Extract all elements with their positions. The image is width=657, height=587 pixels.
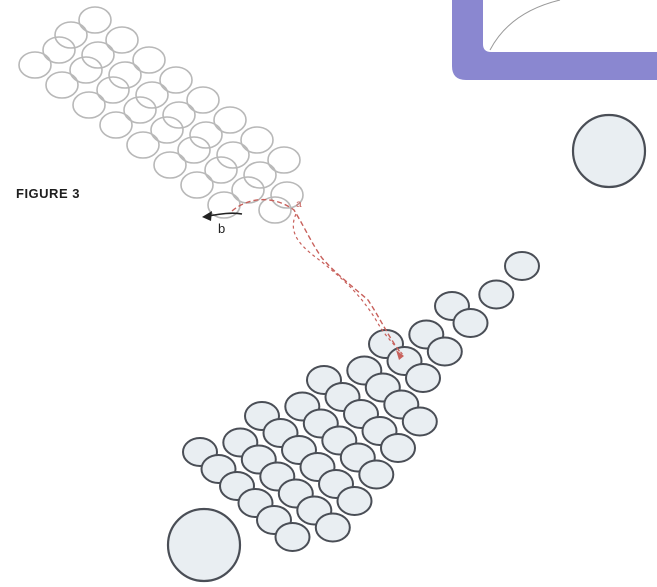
small-bead — [274, 522, 311, 552]
corner-panel — [452, 0, 657, 80]
faint-bead — [189, 121, 223, 149]
faint-bead — [69, 56, 103, 84]
faint-bead — [270, 181, 304, 209]
faint-bead — [243, 161, 277, 189]
small-bead — [478, 279, 515, 310]
faint-bead — [42, 36, 76, 64]
faint-bead — [78, 6, 112, 34]
faint-bead — [45, 71, 79, 99]
faint-bead — [153, 151, 187, 179]
large-bead-bottom — [166, 507, 242, 583]
faint-bead — [258, 196, 292, 224]
faint-bead — [180, 171, 214, 199]
thread-path — [231, 199, 405, 360]
faint-bead — [108, 61, 142, 89]
faint-bead — [162, 101, 196, 129]
faint-bead — [186, 86, 220, 114]
faint-bead — [150, 116, 184, 144]
small-bead — [380, 433, 416, 463]
main-bead-grid — [182, 251, 540, 552]
path-label-a: a — [296, 199, 302, 210]
faint-bead — [231, 176, 265, 204]
thread-path-arrow-icon — [202, 211, 243, 221]
small-bead — [401, 406, 438, 437]
faint-bead — [126, 131, 160, 159]
path-label-b: b — [218, 221, 225, 236]
large-bead-top — [571, 113, 647, 189]
small-bead — [405, 363, 441, 393]
faint-bead — [240, 126, 274, 154]
small-bead — [504, 251, 540, 281]
faint-bead — [132, 46, 166, 74]
faint-bead — [18, 51, 52, 79]
faint-bead — [177, 136, 211, 164]
small-bead — [358, 459, 395, 490]
figure-label: FIGURE 3 — [16, 186, 80, 201]
small-bead — [426, 336, 463, 367]
faint-bead — [123, 96, 157, 124]
faint-bead — [96, 76, 130, 104]
faint-bead — [204, 156, 238, 184]
faint-bead — [81, 41, 115, 69]
faint-bead — [135, 81, 169, 109]
faint-bead — [159, 66, 193, 94]
faint-bead — [213, 106, 247, 134]
small-bead — [452, 308, 489, 338]
faint-bead — [105, 26, 139, 54]
faint-bead — [54, 21, 88, 49]
faint-bead — [72, 91, 106, 119]
small-bead — [336, 486, 373, 516]
small-bead — [314, 512, 351, 543]
faint-bead — [99, 111, 133, 139]
faint-bead — [216, 141, 250, 169]
faint-bead — [267, 146, 301, 174]
